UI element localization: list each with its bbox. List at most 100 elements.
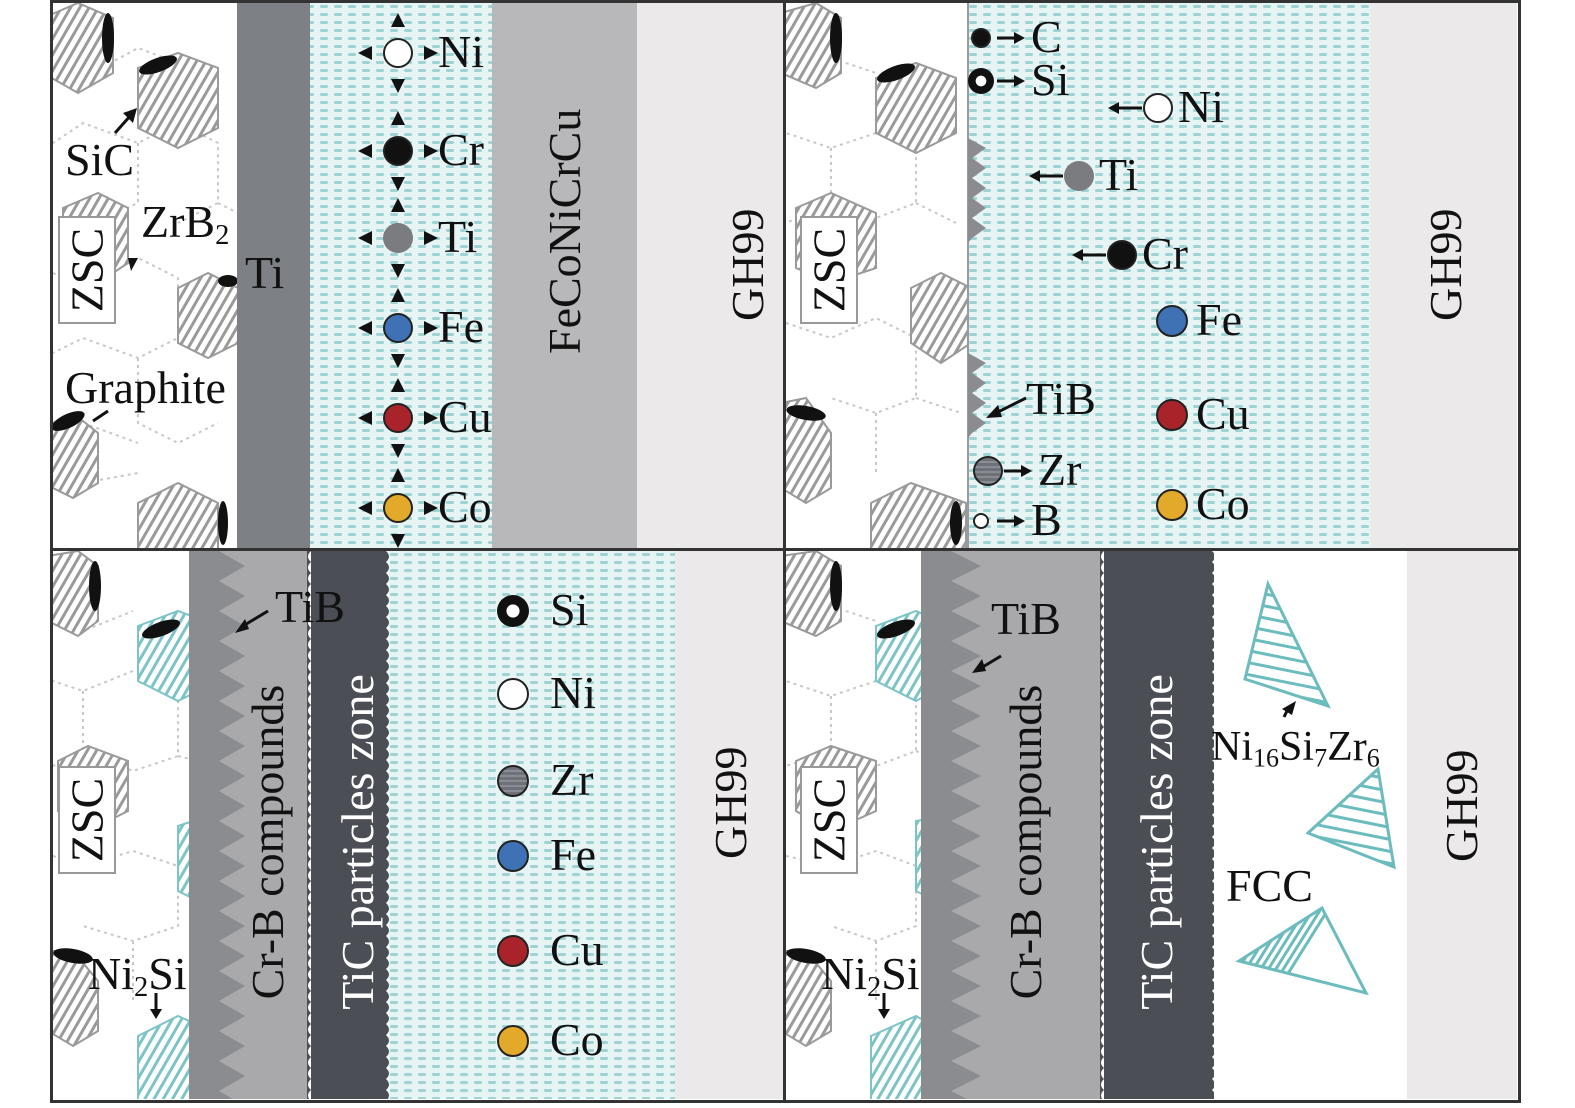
zsc-label-box: ZSC bbox=[800, 766, 858, 874]
tib-serrated-front bbox=[189, 551, 245, 1099]
gh99-label: GH99 bbox=[1436, 749, 1487, 862]
ti-foil-layer bbox=[237, 3, 310, 548]
panel-b-background bbox=[786, 3, 1517, 548]
ni-atom-icon bbox=[1143, 93, 1173, 123]
tic-particles-zone bbox=[311, 551, 386, 1099]
element-label-fe: Fe bbox=[550, 829, 596, 880]
c-outward-arrow-icon bbox=[997, 32, 1025, 44]
ti-label: Ti bbox=[245, 247, 285, 298]
element-label-ni: Ni bbox=[550, 667, 596, 718]
tic-zone-label: TiC particles zone bbox=[1131, 674, 1182, 1010]
tib-serrated-front bbox=[921, 551, 981, 1099]
gh99-substrate bbox=[1407, 551, 1517, 1099]
element-label-cu: Cu bbox=[550, 924, 604, 975]
co-atom-icon bbox=[497, 1025, 529, 1057]
cu-atom-icon bbox=[383, 403, 413, 433]
zsc-label: ZSC bbox=[803, 777, 855, 863]
element-label-cu: Cu bbox=[1196, 388, 1250, 439]
ni2si-label: Ni2Si bbox=[821, 948, 920, 1004]
element-label-ni: Ni bbox=[438, 26, 484, 77]
cr-diffusion-arrows-icon bbox=[358, 111, 438, 191]
zsc-label: ZSC bbox=[61, 777, 113, 863]
cr-atom-icon bbox=[1107, 240, 1137, 270]
element-label-ni: Ni bbox=[1178, 81, 1224, 132]
matrix-layer bbox=[389, 551, 675, 1099]
co-atom-icon bbox=[1156, 489, 1188, 521]
cr-atom-icon bbox=[383, 136, 413, 166]
sic-label: SiC bbox=[65, 134, 135, 185]
element-label-b: B bbox=[1031, 494, 1062, 545]
gh99-substrate bbox=[1370, 3, 1517, 548]
zrb2-label: ZrB2 bbox=[141, 196, 230, 252]
ni-inward-arrow-icon bbox=[1108, 102, 1142, 114]
ti-atom-icon bbox=[383, 223, 413, 253]
graphite-label: Graphite bbox=[65, 362, 226, 413]
co-atom-icon bbox=[383, 493, 413, 523]
element-label-zr: Zr bbox=[550, 754, 594, 805]
tib-serration-lower bbox=[968, 353, 986, 438]
gh99-label: GH99 bbox=[722, 208, 773, 321]
si-atom-icon bbox=[968, 68, 994, 94]
panel-d-final-joint: ZSC TiB Ni2Si Ni16Si7Zr6 FCC Cr-B compou… bbox=[786, 551, 1517, 1099]
graphite-flakes bbox=[53, 13, 238, 545]
cu-atom-icon bbox=[497, 935, 529, 967]
element-label-cu: Cu bbox=[438, 391, 492, 442]
matrix-layer bbox=[968, 3, 1370, 548]
element-label-cr: Cr bbox=[438, 124, 484, 175]
cu-atom-icon bbox=[1156, 399, 1188, 431]
element-label-si: Si bbox=[1031, 54, 1070, 105]
element-label-c: C bbox=[1031, 11, 1062, 62]
ni-atom-icon bbox=[497, 678, 529, 710]
crb-compounds-layer bbox=[219, 551, 307, 1099]
ni-atom-icon bbox=[383, 38, 413, 68]
co-diffusion-arrows-icon bbox=[358, 468, 438, 548]
zr-atom-icon bbox=[497, 765, 529, 797]
tib-label: TiB bbox=[1026, 373, 1096, 424]
ti-inward-arrow-icon bbox=[1029, 170, 1063, 182]
fe-atom-icon bbox=[497, 840, 529, 872]
element-label-zr: Zr bbox=[1038, 444, 1082, 495]
gh99-label: GH99 bbox=[1420, 208, 1471, 321]
fecon-interlayer bbox=[492, 3, 637, 548]
zr-outward-arrow-icon bbox=[1004, 465, 1032, 477]
zsc-label: ZSC bbox=[61, 227, 113, 313]
si-atom-icon bbox=[497, 595, 529, 627]
gh99-substrate bbox=[637, 3, 784, 548]
element-label-fe: Fe bbox=[438, 301, 484, 352]
cr-inward-arrow-icon bbox=[1072, 249, 1106, 261]
fe-atom-icon bbox=[1156, 305, 1188, 337]
element-label-cr: Cr bbox=[1142, 228, 1188, 279]
gh99-substrate bbox=[675, 551, 784, 1099]
fcc-label: FCC bbox=[1226, 860, 1313, 911]
ni16si7zr6-label: Ni16Si7Zr6 bbox=[1211, 724, 1380, 773]
zr-atom-icon bbox=[973, 456, 1003, 486]
panel-c-background bbox=[53, 551, 784, 1099]
c-atom-icon bbox=[971, 28, 991, 48]
ti-diffusion-arrows-icon bbox=[358, 198, 438, 278]
crb-compounds-layer bbox=[951, 551, 1101, 1099]
vertical-divider bbox=[783, 0, 786, 1103]
panel-c-reaction-layers: ZSC TiB Ni2Si Cr-B compounds TiC particl… bbox=[53, 551, 784, 1099]
b-outward-arrow-icon bbox=[997, 515, 1025, 527]
element-label-si: Si bbox=[550, 584, 589, 635]
zsc-label-box: ZSC bbox=[58, 766, 116, 874]
graphite-flakes bbox=[786, 13, 962, 545]
crb-compounds-label: Cr-B compounds bbox=[242, 684, 293, 1000]
tic-particles-zone bbox=[1104, 551, 1212, 1099]
crb-compounds-label: Cr-B compounds bbox=[1000, 684, 1051, 1000]
ni-diffusion-arrows-icon bbox=[358, 13, 438, 93]
b-atom-icon bbox=[973, 513, 989, 529]
panel-a-background bbox=[53, 3, 784, 548]
zsc-label: ZSC bbox=[803, 227, 855, 313]
tib-label: TiB bbox=[991, 593, 1061, 644]
element-label-co: Co bbox=[550, 1014, 604, 1065]
element-label-fe: Fe bbox=[1196, 294, 1242, 345]
ni2si-label: Ni2Si bbox=[88, 948, 187, 1004]
element-label-co: Co bbox=[438, 481, 492, 532]
zsc-label-box: ZSC bbox=[800, 216, 858, 324]
element-label-co: Co bbox=[1196, 478, 1250, 529]
fe-atom-icon bbox=[383, 313, 413, 343]
zsc-label-box: ZSC bbox=[58, 216, 116, 324]
